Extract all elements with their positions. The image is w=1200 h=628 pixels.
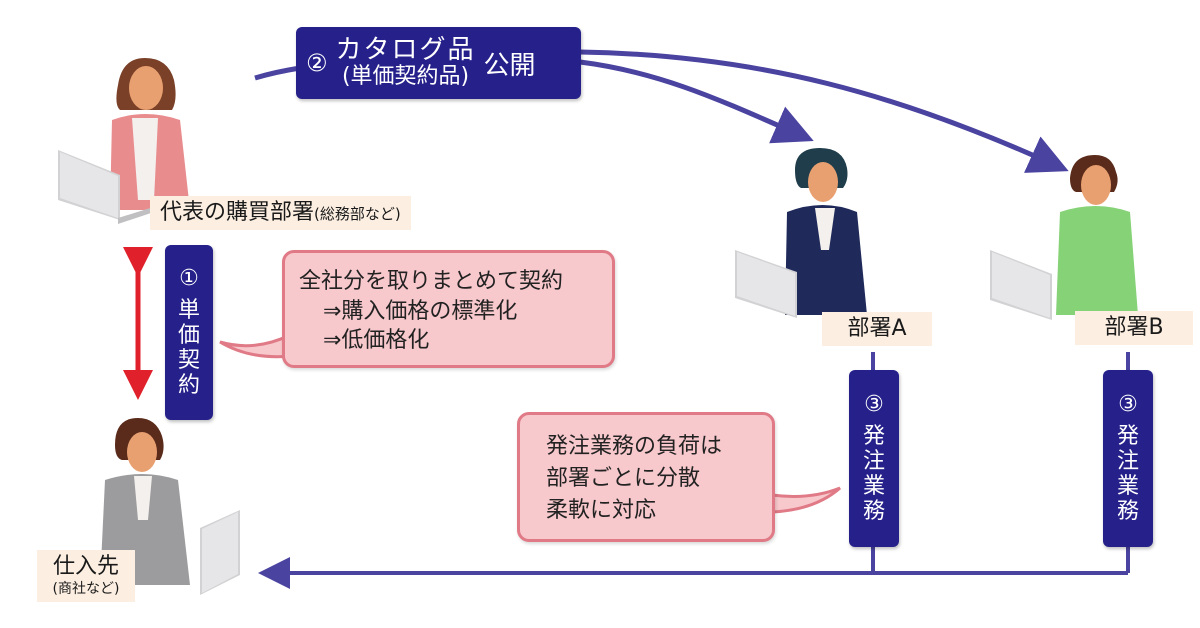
purchasing-dept-name: 代表の購買部署 [160, 200, 315, 225]
step3-a-char: 務 [862, 499, 885, 525]
order-callout: 発注業務の負荷は 部署ごとに分散 柔軟に対応 [517, 412, 775, 542]
step2-publish-box: ② カタログ品 (単価契約品) 公開 [296, 27, 581, 99]
step3-a-char: 発 [862, 423, 885, 449]
order-callout-line: 部署ごとに分散 [546, 465, 701, 491]
step2-line2: (単価契約品) [341, 64, 470, 89]
step2-line1: カタログ品 [335, 34, 476, 65]
step3-b-char: 務 [1116, 499, 1139, 525]
contract-callout: 全社分を取りまとめて契約 ⇒購入価格の標準化 ⇒低価格化 [282, 250, 615, 368]
step3-order-box-b: ③ 発 注 業 務 [1103, 370, 1153, 547]
callout-contract-tail [219, 332, 294, 359]
step3-order-box-a: ③ 発 注 業 務 [849, 370, 899, 547]
purchasing-dept-note: (総務部など) [314, 205, 401, 223]
order-callout-line: 柔軟に対応 [546, 497, 657, 523]
dept-a-name: 部署A [847, 316, 907, 341]
step1-char: 単 [177, 297, 200, 323]
step3-a-char: 注 [862, 448, 885, 474]
step3-b-char: 発 [1116, 423, 1139, 449]
woman-at-laptop-icon [58, 58, 190, 224]
step1-number: ① [179, 266, 199, 292]
step2-number: ② [306, 49, 328, 77]
supplier-note: (商社など) [52, 581, 120, 597]
purchasing-dept-label: 代表の購買部署(総務部など) [150, 196, 411, 230]
man-at-laptop-icon [990, 155, 1138, 320]
dept-b-label: 部署B [1075, 311, 1193, 345]
publish-arrow-dept-a [579, 59, 814, 144]
step1-char: 約 [177, 373, 200, 399]
step3-b-number: ③ [1118, 392, 1138, 418]
step1-contract-box: ① 単 価 契 約 [165, 245, 213, 420]
step3-a-char: 業 [862, 474, 885, 500]
step3-b-char: 業 [1116, 474, 1139, 500]
step2-suffix: 公開 [483, 50, 536, 81]
dept-a-label: 部署A [822, 312, 932, 346]
contract-callout-line: ⇒購入価格の標準化 [323, 298, 518, 324]
callout-order-tail [770, 486, 841, 514]
publish-line-stub [254, 65, 301, 81]
dept-b-name: 部署B [1104, 315, 1164, 340]
step1-char: 契 [177, 348, 200, 374]
publish-arrow-dept-b [579, 49, 1069, 173]
step1-char: 価 [177, 322, 200, 348]
contract-callout-line: 全社分を取りまとめて契約 [299, 269, 564, 294]
supplier-label: 仕入先 (商社など) [37, 550, 135, 602]
step3-a-number: ③ [864, 392, 884, 418]
order-callout-line: 発注業務の負荷は [546, 434, 723, 459]
supplier-name: 仕入先 [52, 554, 119, 579]
step3-b-char: 注 [1116, 448, 1139, 474]
contract-callout-line: ⇒低価格化 [323, 328, 430, 354]
man-at-laptop-icon [735, 148, 867, 318]
